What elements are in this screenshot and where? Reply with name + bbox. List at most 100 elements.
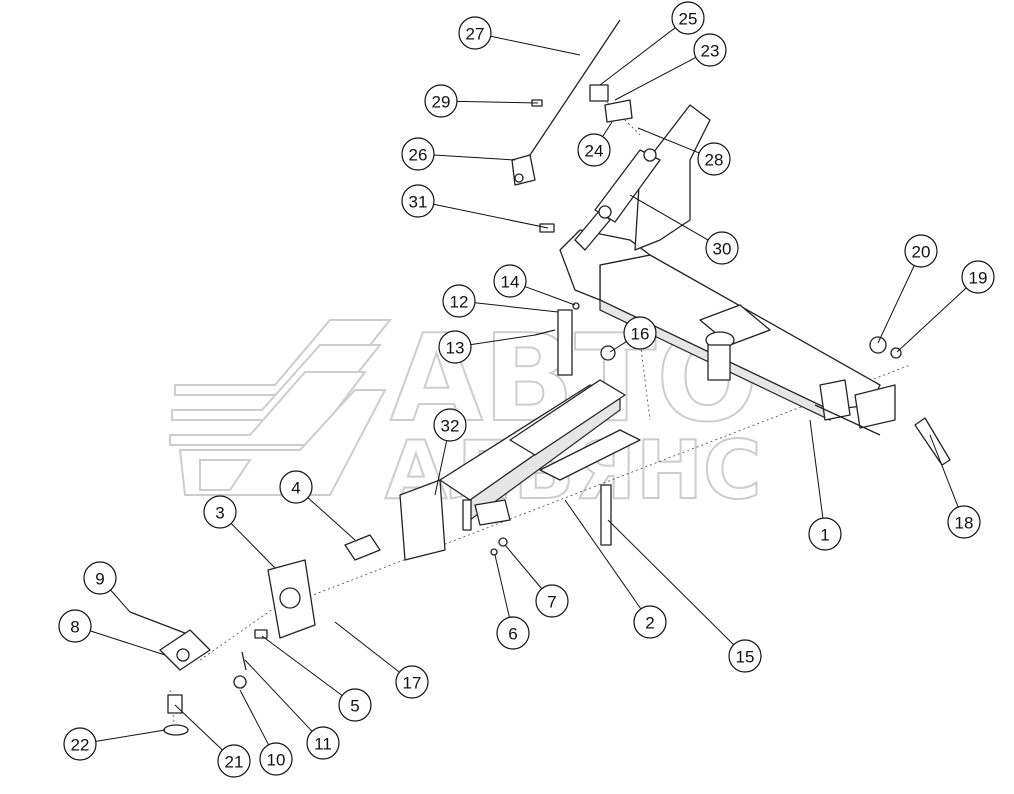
callout-number: 30 [713, 240, 732, 259]
bracket-part-23 [604, 99, 633, 123]
callout-number: 16 [631, 325, 650, 344]
leader-line-31 [433, 203, 549, 229]
leader-line-19 [896, 287, 967, 353]
callout-circle [203, 495, 237, 529]
bracket-part-26 [511, 154, 536, 186]
callout-10: 10 [259, 742, 293, 776]
leader-line-15 [607, 519, 734, 646]
callout-circle [705, 231, 739, 265]
callout-25: 25 [671, 1, 705, 35]
callout-number: 11 [314, 735, 332, 754]
leader-line-27 [490, 35, 581, 56]
leader-line-17 [334, 621, 400, 673]
callout-number: 4 [291, 479, 300, 498]
nut-part-16 [600, 345, 616, 361]
leader-line-32 [434, 440, 448, 496]
leader-line-5 [261, 635, 343, 696]
callout-27: 27 [458, 16, 492, 50]
callout-circle [633, 605, 667, 639]
callout-circle [577, 133, 611, 167]
callout-circle [728, 639, 762, 673]
callout-number: 18 [955, 514, 974, 533]
callout-circle [424, 84, 458, 118]
bolt-part-13 [534, 329, 556, 336]
leader-line-12 [474, 302, 559, 313]
callout-number: 26 [409, 146, 428, 165]
callout-circle [458, 16, 492, 50]
leader-line-11 [244, 659, 313, 732]
callout-19: 19 [961, 260, 995, 294]
callout-11: 11 [306, 726, 340, 760]
callout-12: 12 [442, 284, 476, 318]
pin-part-15 [600, 484, 612, 546]
callout-number: 14 [501, 273, 520, 292]
callout-number: 15 [736, 648, 755, 667]
callout-circle [58, 609, 92, 643]
nut-part-6 [490, 548, 498, 556]
callout-number: 20 [912, 243, 931, 262]
callout-circle [693, 33, 727, 67]
leader-line-16 [609, 341, 627, 353]
pin-part-4 [344, 534, 381, 561]
callout-circle [442, 284, 476, 318]
callout-28: 28 [697, 142, 731, 176]
leader-line-1 [809, 419, 824, 519]
callout-circle [496, 616, 530, 650]
callout-circle [623, 316, 657, 350]
callout-number: 25 [679, 10, 698, 29]
leader-line-22 [95, 729, 166, 742]
callout-circle [63, 727, 97, 761]
leader-line-10 [239, 689, 270, 746]
fasteners [129, 302, 951, 736]
callout-number: 29 [432, 93, 451, 112]
bolt-part-5 [254, 629, 268, 639]
callout-number: 27 [466, 25, 485, 44]
callout-16: 16 [623, 316, 657, 350]
callout-23: 23 [693, 33, 727, 67]
callout-circle [493, 264, 527, 298]
leader-line-30 [629, 194, 709, 241]
washer-part-7 [498, 537, 508, 547]
leader-line-20 [877, 265, 915, 344]
leader-lines [90, 27, 967, 751]
callout-1: 1 [808, 517, 842, 551]
callout-circle [395, 665, 429, 699]
leader-line-2 [564, 499, 642, 610]
callout-number: 13 [446, 339, 465, 358]
leader-line-14 [524, 286, 576, 306]
callout-5: 5 [338, 688, 372, 722]
callout-6: 6 [496, 616, 530, 650]
callout-circle [217, 744, 251, 778]
callout-2: 2 [633, 605, 667, 639]
callout-number: 3 [215, 504, 224, 523]
callout-circle [83, 561, 117, 595]
callout-30: 30 [705, 231, 739, 265]
leader-line-6 [494, 554, 510, 618]
nut-part-14 [572, 302, 580, 310]
leader-line-26 [433, 154, 516, 161]
bolt-part-9 [129, 611, 191, 636]
callout-circle [671, 1, 705, 35]
callout-number: 7 [547, 593, 556, 612]
sliding-beam-part-2 [399, 379, 641, 561]
callout-number: 12 [450, 293, 469, 312]
main-beam-part-1 [559, 104, 896, 436]
callout-9: 9 [83, 561, 117, 595]
callout-22: 22 [63, 727, 97, 761]
nut-part-20 [869, 336, 887, 354]
watermark-emblem-icon [169, 319, 393, 496]
callout-21: 21 [217, 744, 251, 778]
callout-17: 17 [395, 665, 429, 699]
leader-line-4 [307, 497, 356, 541]
callout-15: 15 [728, 639, 762, 673]
callout-number: 21 [225, 753, 244, 772]
pin-part-11 [241, 651, 247, 671]
callout-circle [338, 688, 372, 722]
callout-32: 32 [433, 408, 467, 442]
leader-line-24 [602, 121, 613, 137]
callout-26: 26 [401, 137, 435, 171]
callout-13: 13 [438, 330, 472, 364]
